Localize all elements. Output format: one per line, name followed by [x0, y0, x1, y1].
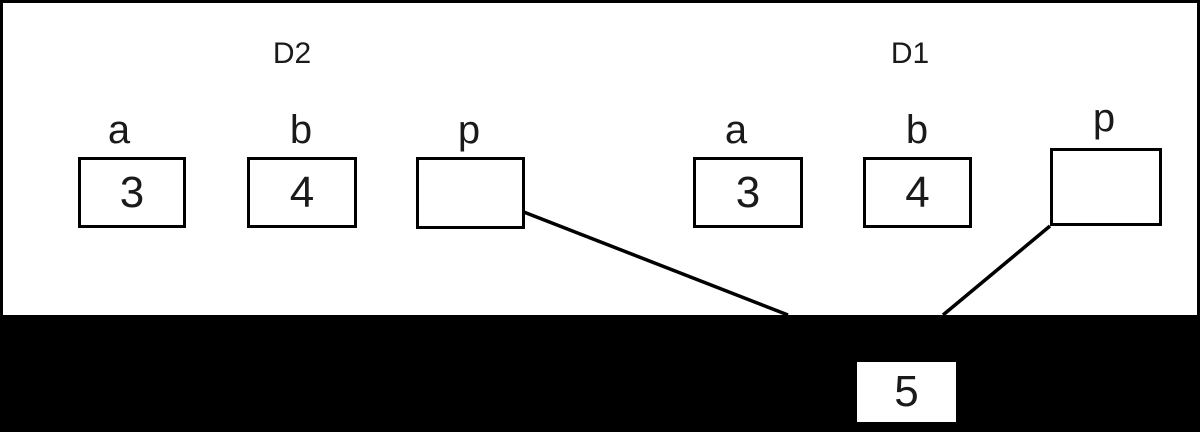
heap-value-box: 5	[854, 359, 959, 425]
var-box-d1-p	[1050, 148, 1162, 226]
var-label-d1-a: a	[724, 108, 748, 152]
frame-title-d1: D1	[890, 37, 930, 70]
var-label-d1-p: p	[1092, 96, 1116, 140]
var-box-d2-a: 3	[78, 157, 186, 228]
var-value-d2-b: 4	[289, 167, 315, 217]
var-value-d2-a: 3	[119, 167, 145, 217]
var-box-d1-b: 4	[863, 157, 972, 228]
var-label-d1-b: b	[905, 108, 929, 152]
var-box-d1-a: 3	[693, 157, 803, 228]
var-label-d2-b: b	[289, 108, 313, 152]
heap-value: 5	[894, 367, 919, 416]
var-label-d2-p: p	[457, 108, 481, 152]
bottom-black-band	[0, 315, 1200, 432]
var-value-d1-a: 3	[735, 167, 761, 217]
frame-title-d2: D2	[272, 37, 312, 70]
var-box-d2-p	[416, 157, 525, 229]
pointer-line-d1-p	[941, 224, 1052, 317]
var-label-d2-a: a	[107, 108, 131, 152]
var-value-d1-b: 4	[905, 167, 930, 217]
var-box-d2-b: 4	[247, 157, 357, 228]
